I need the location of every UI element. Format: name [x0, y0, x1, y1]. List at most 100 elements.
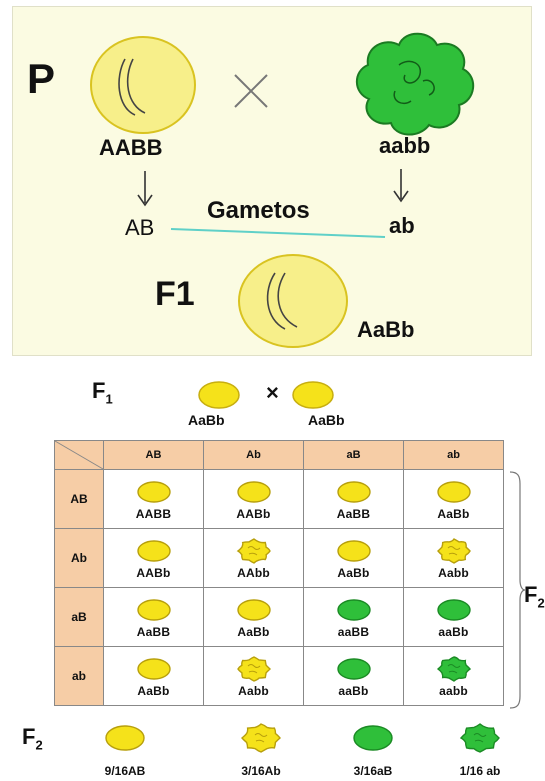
cell-genotype: aabb [439, 683, 468, 698]
pea-icon-wrapper [235, 655, 273, 683]
pea-icon-wrapper [235, 537, 273, 565]
yellow-wrinkled-pea-icon [236, 537, 271, 564]
yellow-smooth-pea-icon [105, 725, 145, 751]
yellow-smooth-pea-icon [436, 480, 471, 503]
pea-icon-wrapper [135, 478, 173, 506]
f1-parent1-pea [198, 381, 240, 409]
yellow-smooth-pea-icon [236, 598, 271, 621]
f1-parent2-pea [292, 381, 334, 409]
f1-cross-peas [198, 381, 334, 409]
punnett-cell: AaBb [403, 469, 504, 529]
green-wrinkled-pea-icon [436, 655, 471, 682]
pea-icon-wrapper [351, 722, 395, 754]
punnett-f2-label: F2 [524, 582, 545, 611]
yellow-wrinkled-pea-icon [436, 537, 471, 564]
punnett-cell: Aabb [403, 528, 504, 588]
f2-summary-item: 3/16aB [328, 722, 418, 778]
row-header: ab [54, 646, 104, 706]
punnett-cell: AABb [203, 469, 304, 529]
generation-p-label: P [27, 55, 56, 102]
gamete2-label: ab [389, 213, 415, 238]
punnett-cell: aaBB [303, 587, 404, 647]
pea-icon-wrapper [335, 596, 373, 624]
f2-summary-label: F2 [22, 724, 43, 753]
row-header: AB [54, 469, 104, 529]
f2-ratio-label: 1/16 ab [459, 764, 501, 778]
cell-genotype: Aabb [238, 683, 269, 698]
green-smooth-pea-icon [336, 598, 371, 621]
arrow-left [137, 171, 153, 207]
cell-genotype: AABb [236, 506, 271, 521]
punnett-cell: AaBB [103, 587, 204, 647]
pea-icon-wrapper [103, 722, 147, 754]
row-header: Ab [54, 528, 104, 588]
cell-genotype: aaBb [438, 624, 469, 639]
green-smooth-pea-icon [436, 598, 471, 621]
pea-icon-wrapper [135, 596, 173, 624]
punnett-cell: Aabb [203, 646, 304, 706]
f2-summary-item: 3/16Ab [216, 722, 306, 778]
table-row: Ab AABb AAbb AaBb Aabb [54, 528, 504, 588]
green-smooth-pea-icon [336, 657, 371, 680]
gamete-connector-line [170, 228, 386, 238]
parent1-genotype: AABB [99, 135, 163, 160]
cell-genotype: AABb [136, 565, 171, 580]
gamete1-label: AB [125, 215, 155, 240]
parent2-genotype: aabb [379, 133, 431, 158]
green-smooth-pea-icon [353, 725, 393, 751]
punnett-cell: AaBb [103, 646, 204, 706]
pea-icon-wrapper [239, 722, 283, 754]
pea-icon-wrapper [435, 478, 473, 506]
cell-genotype: AaBB [136, 624, 171, 639]
cross-symbol [234, 74, 268, 108]
f1-yellow-smooth-pea [238, 254, 348, 348]
yellow-smooth-pea-icon [336, 480, 371, 503]
green-wrinkled-pea-icon [459, 723, 500, 753]
f1-genotype: AaBb [357, 317, 415, 342]
f1-cross-parent1-genotype: AaBb [188, 412, 225, 428]
col-header: AB [103, 440, 204, 470]
punnett-cell: AAbb [203, 528, 304, 588]
pea-icon-wrapper [435, 537, 473, 565]
cell-genotype: AaBB [336, 506, 371, 521]
f1-cross-label: F1 [92, 378, 113, 407]
pea-icon-wrapper [335, 478, 373, 506]
parent2-green-wrinkled-pea [355, 32, 474, 136]
pea-icon-wrapper [235, 596, 273, 624]
pea-icon-wrapper [435, 596, 473, 624]
cell-genotype: Aabb [438, 565, 469, 580]
cell-genotype: AAbb [237, 565, 270, 580]
pea-icon-wrapper [135, 655, 173, 683]
punnett-cell: AABb [103, 528, 204, 588]
f2-summary-item: 9/16AB [80, 722, 170, 778]
pea-icon-wrapper [458, 722, 502, 754]
punnett-cell: AaBb [303, 528, 404, 588]
punnett-cell: AaBb [203, 587, 304, 647]
col-header: ab [403, 440, 504, 470]
pea-icon-wrapper [435, 655, 473, 683]
punnett-cell: aaBb [403, 587, 504, 647]
pea-icon-wrapper [235, 478, 273, 506]
parental-cross-panel: P AABB aabb AB Gametos ab F1 AaBb [12, 6, 532, 356]
f2-ratio-label: 3/16aB [353, 764, 393, 778]
yellow-smooth-pea-icon [136, 539, 171, 562]
cell-genotype: AaBb [437, 506, 470, 521]
yellow-smooth-pea-icon [336, 539, 371, 562]
cell-genotype: AaBb [137, 683, 170, 698]
corner-cell [54, 440, 104, 470]
row-header: aB [54, 587, 104, 647]
yellow-smooth-pea-icon [236, 480, 271, 503]
parental-cross-diagram [90, 32, 474, 348]
corner-diagonal [54, 440, 104, 470]
f1-cross-parent2-genotype: AaBb [308, 412, 345, 428]
f2-ratio-label: 3/16Ab [241, 764, 281, 778]
cell-genotype: aaBb [338, 683, 369, 698]
yellow-smooth-pea-icon [136, 598, 171, 621]
f1-cross-symbol: × [266, 380, 279, 405]
parent1-yellow-smooth-pea [90, 36, 196, 134]
f2-summary-item: 1/16 ab [432, 722, 528, 778]
col-header: Ab [203, 440, 304, 470]
yellow-wrinkled-pea-icon [236, 655, 271, 682]
punnett-square: AB Ab aB ab AB AABB AABb AaBB AaBb Ab AA… [54, 440, 504, 706]
cell-genotype: AaBb [237, 624, 270, 639]
